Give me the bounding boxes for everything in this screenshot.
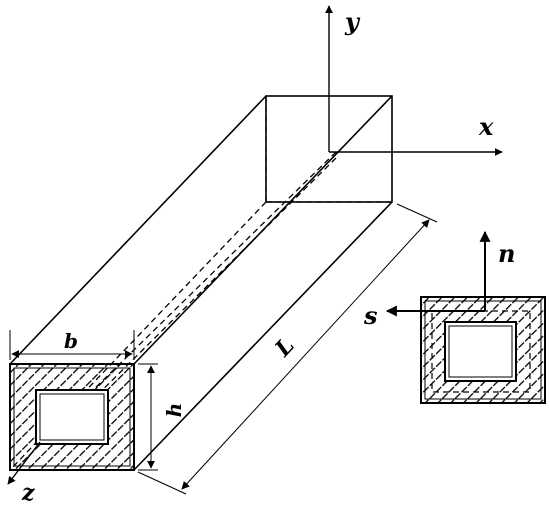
- bottom-right-edge: [133, 201, 393, 471]
- section-detail: [420, 296, 546, 404]
- top-left-edge: [9, 95, 267, 365]
- dimension-L: [137, 203, 438, 495]
- dimension-b: [9, 330, 135, 360]
- z-axis-arrow: [7, 441, 41, 485]
- label-s: s: [363, 301, 378, 330]
- label-y: y: [344, 7, 361, 36]
- label-L: L: [269, 333, 299, 363]
- label-n: n: [498, 239, 515, 268]
- label-z: z: [21, 480, 35, 506]
- label-x: x: [478, 112, 494, 141]
- dimension-h: [138, 363, 158, 471]
- label-h: h: [162, 403, 186, 418]
- direction-arrows: [385, 230, 491, 317]
- coordinate-axes: [7, 5, 503, 485]
- top-right-edge: [133, 95, 393, 365]
- front-cross-section: [9, 363, 135, 471]
- label-b: b: [64, 329, 78, 353]
